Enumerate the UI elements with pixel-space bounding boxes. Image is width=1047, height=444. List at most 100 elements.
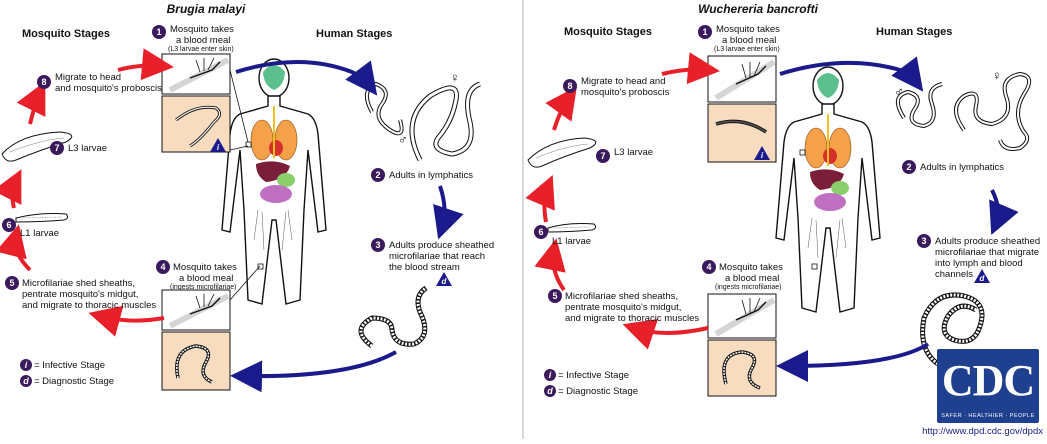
step-1: 1 Mosquito takes a blood meal (L3 larvae… xyxy=(152,24,234,53)
svg-text:and mosquito's proboscis: and mosquito's proboscis xyxy=(55,83,162,94)
mosquito-feeding-inset-bottom xyxy=(161,265,261,391)
svg-text:i: i xyxy=(761,151,764,160)
cdc-logo: CDC SAFER · HEALTHIER · PEOPLE xyxy=(937,349,1039,423)
svg-text:Mosquito takes: Mosquito takes xyxy=(173,262,237,273)
svg-text:and migrate to thoracic muscle: and migrate to thoracic muscles xyxy=(22,300,156,311)
svg-text:pentrate mosquito's midgut,: pentrate mosquito's midgut, xyxy=(565,302,681,313)
svg-text:Migrate to head and: Migrate to head and xyxy=(581,76,666,87)
step-2: 2 Adults in lymphatics xyxy=(902,160,1004,174)
svg-text:d: d xyxy=(547,386,553,396)
human-stages-heading: Human Stages xyxy=(876,26,952,38)
wuchereria-bancrofti-panel: Wuchereria bancrofti Mosquito Stages Hum… xyxy=(524,0,1047,439)
cdc-logo-tagline: SAFER · HEALTHIER · PEOPLE xyxy=(941,413,1035,419)
svg-text:Mosquito takes: Mosquito takes xyxy=(716,24,780,35)
svg-text:microfilariae that migrate: microfilariae that migrate xyxy=(935,247,1039,258)
svg-text:Mosquito takes: Mosquito takes xyxy=(719,262,783,273)
svg-text:L3 larvae: L3 larvae xyxy=(614,147,653,158)
svg-text:(L3 larvae enter skin): (L3 larvae enter skin) xyxy=(168,46,234,53)
svg-text:the blood stream: the blood stream xyxy=(389,262,460,273)
diagnostic-stage-marker: d xyxy=(436,272,452,286)
svg-text:= Infective Stage: = Infective Stage xyxy=(34,360,105,371)
step-7: 7 L3 larvae xyxy=(50,141,107,155)
svg-text:d: d xyxy=(980,274,986,283)
svg-text:Adults in lymphatics: Adults in lymphatics xyxy=(920,162,1004,173)
step-4: 4 Mosquito takes a blood meal (ingests m… xyxy=(702,260,783,291)
svg-text:a blood meal: a blood meal xyxy=(725,273,779,284)
svg-text:= Diagnostic Stage: = Diagnostic Stage xyxy=(34,376,114,387)
human-cycle-arrows xyxy=(776,56,1019,382)
diagram-title: Brugia malayi xyxy=(167,2,246,16)
svg-text:a blood meal: a blood meal xyxy=(179,273,233,284)
female-symbol: ♀ xyxy=(992,68,1002,83)
svg-text:Adults produce sheathed: Adults produce sheathed xyxy=(389,240,494,251)
brugia-malayi-panel: Brugia malayi Mosquito Stages Human Stag… xyxy=(0,0,523,439)
step-3: 3 Adults produce sheathed microfilariae … xyxy=(371,238,494,273)
cdc-logo-text: CDC xyxy=(941,356,1035,405)
l1-larva-illustration xyxy=(15,213,69,223)
svg-text:5: 5 xyxy=(552,291,557,301)
svg-text:4: 4 xyxy=(706,262,711,272)
step-8: 8 Migrate to head and mosquito's probosc… xyxy=(37,72,162,94)
svg-text:Migrate to head: Migrate to head xyxy=(55,72,121,83)
panel-divider xyxy=(522,0,524,439)
step-5: 5 Microfilariae shed sheaths, pentrate m… xyxy=(548,289,699,324)
svg-text:L1 larvae: L1 larvae xyxy=(20,228,59,239)
step-3: 3 Adults produce sheathed microfilariae … xyxy=(917,234,1040,280)
l3-larva-illustration xyxy=(1,131,73,162)
svg-text:Adults produce sheathed: Adults produce sheathed xyxy=(935,236,1040,247)
human-stages-heading: Human Stages xyxy=(316,28,392,40)
svg-text:= Diagnostic Stage: = Diagnostic Stage xyxy=(558,386,638,397)
adult-worms-illustration: ♀ ♂ xyxy=(364,70,482,162)
infective-stage-marker: i xyxy=(210,138,226,152)
svg-text:a blood meal: a blood meal xyxy=(722,35,776,46)
svg-text:8: 8 xyxy=(41,77,46,87)
svg-text:and migrate to thoracic muscle: and migrate to thoracic muscles xyxy=(565,313,699,324)
svg-text:3: 3 xyxy=(375,240,380,250)
source-url: http://www.dpd.cdc.gov/dpdx xyxy=(922,426,1043,437)
mosquito-cycle-arrows xyxy=(0,48,174,337)
svg-text:Adults in lymphatics: Adults in lymphatics xyxy=(389,170,473,181)
svg-text:i: i xyxy=(217,143,220,152)
svg-text:(L3 larvae enter skin): (L3 larvae enter skin) xyxy=(714,46,780,53)
svg-text:2: 2 xyxy=(906,162,911,172)
svg-text:7: 7 xyxy=(600,151,605,161)
svg-text:Microfilariae shed sheaths,: Microfilariae shed sheaths, xyxy=(22,278,135,289)
mosquito-stages-heading: Mosquito Stages xyxy=(564,26,652,38)
stage-legend: i = Infective Stage d = Diagnostic Stage xyxy=(544,369,638,397)
svg-text:8: 8 xyxy=(567,81,572,91)
svg-text:L3 larvae: L3 larvae xyxy=(68,143,107,154)
microfilaria-illustration xyxy=(358,285,428,349)
svg-text:mosquito's proboscis: mosquito's proboscis xyxy=(581,87,670,98)
step-5: 5 Microfilariae shed sheaths, pentrate m… xyxy=(5,276,156,311)
svg-text:(ingests microfilariae): (ingests microfilariae) xyxy=(715,284,782,291)
step-6: 6 L1 larvae xyxy=(534,225,591,247)
svg-text:pentrate mosquito's midgut,: pentrate mosquito's midgut, xyxy=(22,289,138,300)
diagram-title: Wuchereria bancrofti xyxy=(698,2,818,16)
mosquito-cycle-arrows xyxy=(525,52,720,350)
stage-legend: i = Infective Stage d = Diagnostic Stage xyxy=(20,359,114,387)
human-body-figure xyxy=(775,66,881,313)
male-symbol: ♂ xyxy=(398,132,408,147)
brugia-lifecycle-diagram: Brugia malayi Mosquito Stages Human Stag… xyxy=(0,2,494,393)
l3-larva-illustration xyxy=(527,137,597,168)
svg-text:d: d xyxy=(442,277,448,286)
step-4: 4 Mosquito takes a blood meal (ingests m… xyxy=(156,260,237,291)
step-7: 7 L3 larvae xyxy=(596,147,653,163)
step-1: 1 Mosquito takes a blood meal (L3 larvae… xyxy=(698,24,780,53)
svg-text:1: 1 xyxy=(156,27,161,37)
microfilaria-illustration xyxy=(920,292,985,367)
svg-text:Microfilariae shed sheaths,: Microfilariae shed sheaths, xyxy=(565,291,678,302)
step-2: 2 Adults in lymphatics xyxy=(371,168,473,182)
svg-text:Mosquito takes: Mosquito takes xyxy=(170,24,234,35)
wuchereria-lifecycle-diagram: Wuchereria bancrofti Mosquito Stages Hum… xyxy=(525,2,1040,397)
diagnostic-stage-marker: d xyxy=(974,269,990,283)
mosquito-feeding-inset-top xyxy=(161,53,249,153)
svg-text:= Infective Stage: = Infective Stage xyxy=(558,370,629,381)
svg-text:d: d xyxy=(23,376,29,386)
svg-text:5: 5 xyxy=(9,278,14,288)
svg-text:1: 1 xyxy=(702,27,707,37)
svg-text:L1 larvae: L1 larvae xyxy=(552,236,591,247)
svg-text:4: 4 xyxy=(160,262,165,272)
svg-text:a blood meal: a blood meal xyxy=(176,35,230,46)
male-symbol: ♂ xyxy=(894,84,904,99)
